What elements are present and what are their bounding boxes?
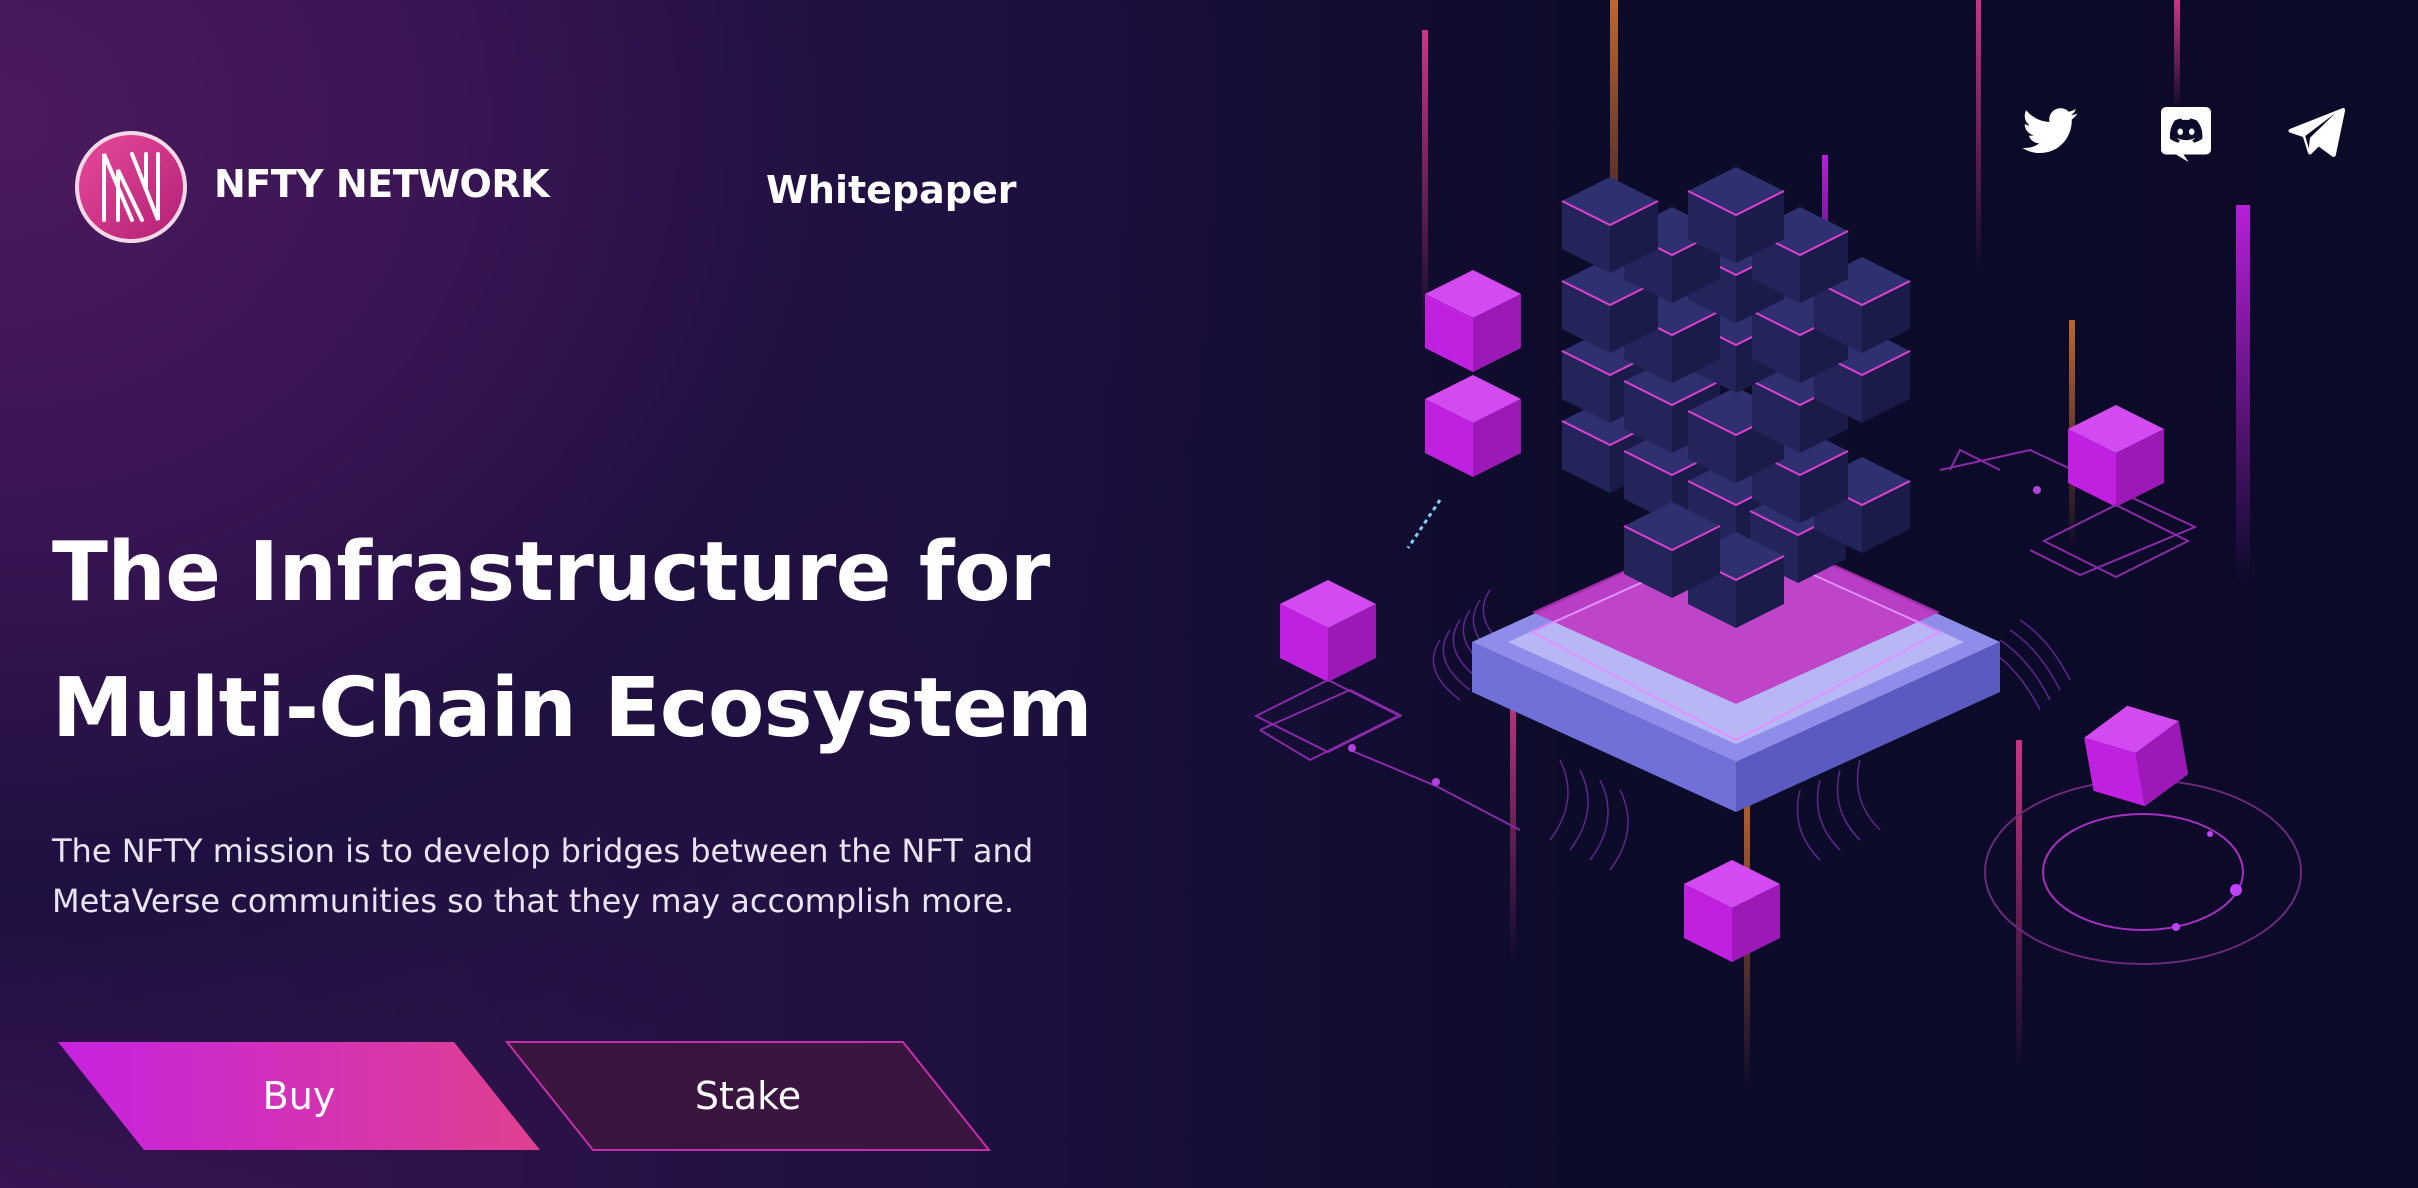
hero-description-line-1: The NFTY mission is to develop bridges b… — [52, 832, 1034, 870]
hero-title: The Infrastructure for Multi-Chain Ecosy… — [52, 505, 1093, 777]
nfty-logo-icon[interactable] — [74, 130, 188, 244]
stake-button-shape — [505, 1041, 991, 1151]
hero-description: The NFTY mission is to develop bridges b… — [52, 826, 1052, 926]
blockchain-cube-illustration — [1253, 0, 2302, 1090]
discord-icon[interactable] — [2156, 102, 2216, 162]
stake-button-label: Stake — [694, 1074, 802, 1118]
brand-name[interactable]: NFTY NETWORK — [214, 162, 550, 206]
hero-title-line-2: Multi-Chain Ecosystem — [52, 661, 1093, 756]
buy-button[interactable]: Buy — [56, 1040, 542, 1152]
hero-description-line-2: MetaVerse communities so that they may a… — [52, 882, 1015, 920]
hero-title-line-1: The Infrastructure for — [52, 525, 1050, 620]
telegram-icon[interactable] — [2286, 102, 2346, 162]
nav-whitepaper-link[interactable]: Whitepaper — [766, 168, 1017, 212]
buy-button-shape — [58, 1042, 540, 1150]
buy-button-label: Buy — [262, 1074, 336, 1118]
stake-button[interactable]: Stake — [505, 1040, 991, 1152]
twitter-icon[interactable] — [2020, 102, 2080, 162]
